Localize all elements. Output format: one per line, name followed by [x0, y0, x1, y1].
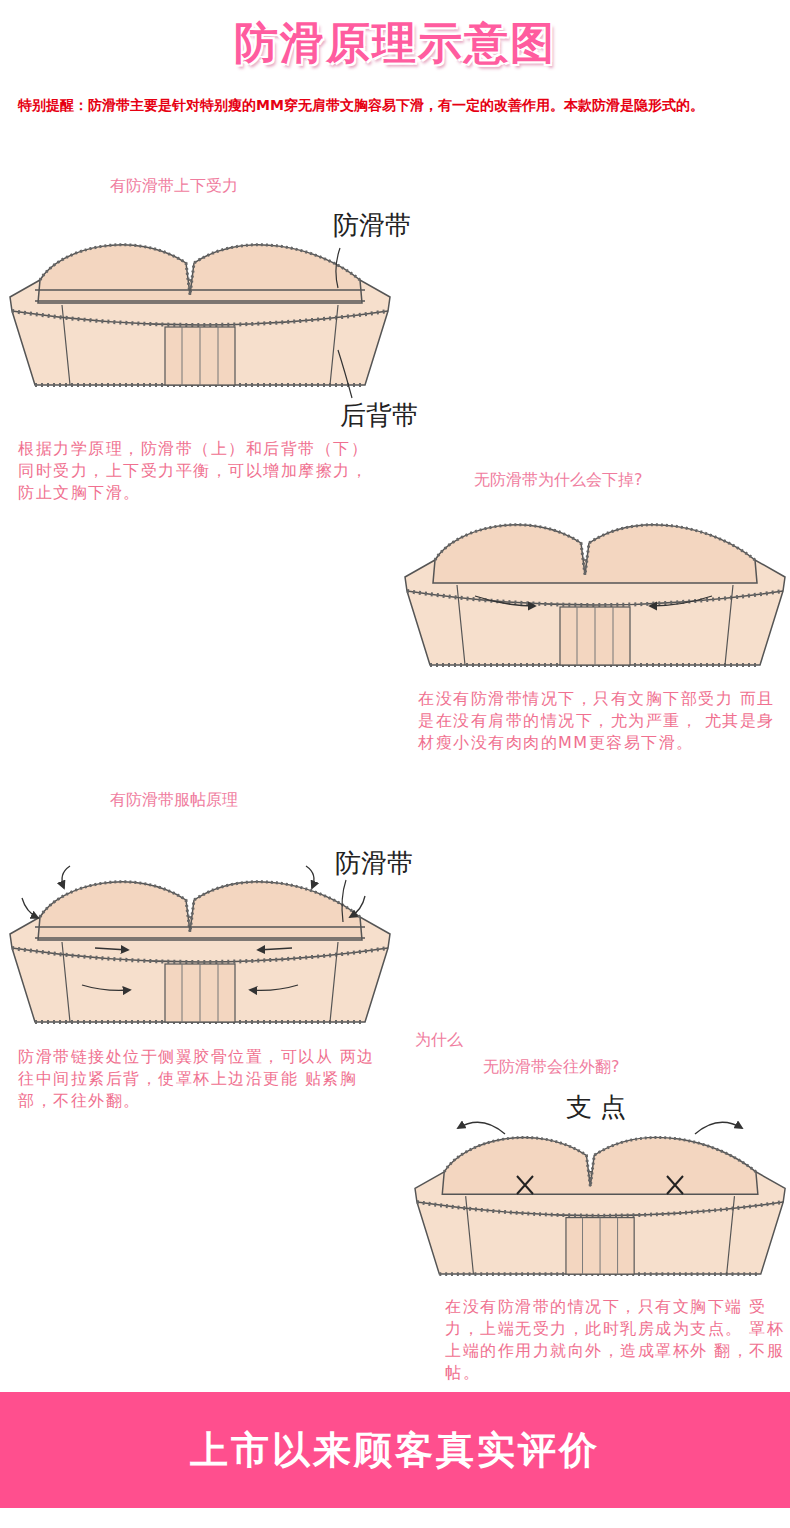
notice-text: 特别提醒：防滑带主要是针对特别瘦的MM穿无肩带文胸容易下滑，有一定的改善作用。本…: [18, 94, 778, 116]
bra-drawing: [10, 245, 390, 385]
part-name: 支点: [566, 1090, 634, 1125]
bra-drawing: [10, 882, 390, 1022]
explanation-text: 防滑带链接处位于侧翼胶骨位置，可以从 两边往中间拉紧后背，使罩杯上边沿更能 贴紧…: [18, 1046, 384, 1112]
anti-slip-strap: [35, 290, 365, 301]
anti-slip-strap: [35, 927, 365, 938]
pivot-mark: [667, 1176, 683, 1194]
explanation-text: 在没有防滑带的情况下，只有文胸下端 受力，上端无受力，此时乳房成为支点。 罩杯上…: [445, 1296, 785, 1384]
force-arrow: [250, 985, 298, 990]
banner-band: 上市以来顾客真实评价: [0, 1392, 790, 1508]
part-name: 防滑带: [335, 846, 413, 881]
force-arrow: [350, 896, 365, 917]
part-name: 后背带: [340, 398, 418, 433]
force-arrow: [258, 948, 292, 950]
section-heading: 无防滑带会往外翻?: [483, 1057, 620, 1078]
leader-line: [342, 880, 346, 922]
leader-line: [338, 350, 352, 398]
force-arrow: [650, 596, 712, 606]
section-heading: 为什么: [415, 1030, 463, 1051]
section-heading: 无防滑带为什么会下掉?: [474, 470, 643, 491]
force-arrow: [62, 866, 70, 888]
pivot-mark: [517, 1176, 533, 1194]
banner-text: 上市以来顾客真实评价: [190, 1425, 600, 1476]
section-heading: 有防滑带上下受力: [110, 176, 238, 197]
force-arrow: [695, 1122, 742, 1134]
force-arrow: [82, 985, 130, 990]
bra-drawing: [405, 525, 785, 665]
part-name: 防滑带: [333, 208, 411, 243]
section-heading: 有防滑带服帖原理: [110, 790, 238, 811]
force-arrow: [306, 866, 314, 888]
explanation-text: 在没有防滑带情况下，只有文胸下部受力 而且是在没有肩带的情况下，尤为严重， 尤其…: [418, 688, 784, 754]
explanation-text: 根据力学原理，防滑带（上）和后背带（下） 同时受力，上下受力平衡，可以增加摩擦力…: [18, 438, 386, 504]
page-title: 防滑原理示意图: [0, 14, 790, 73]
force-arrow: [475, 596, 535, 606]
force-arrow: [95, 948, 128, 950]
force-arrow: [22, 898, 38, 918]
leader-line: [336, 248, 340, 288]
bra-drawing: [415, 1137, 785, 1274]
force-arrow: [458, 1122, 505, 1134]
